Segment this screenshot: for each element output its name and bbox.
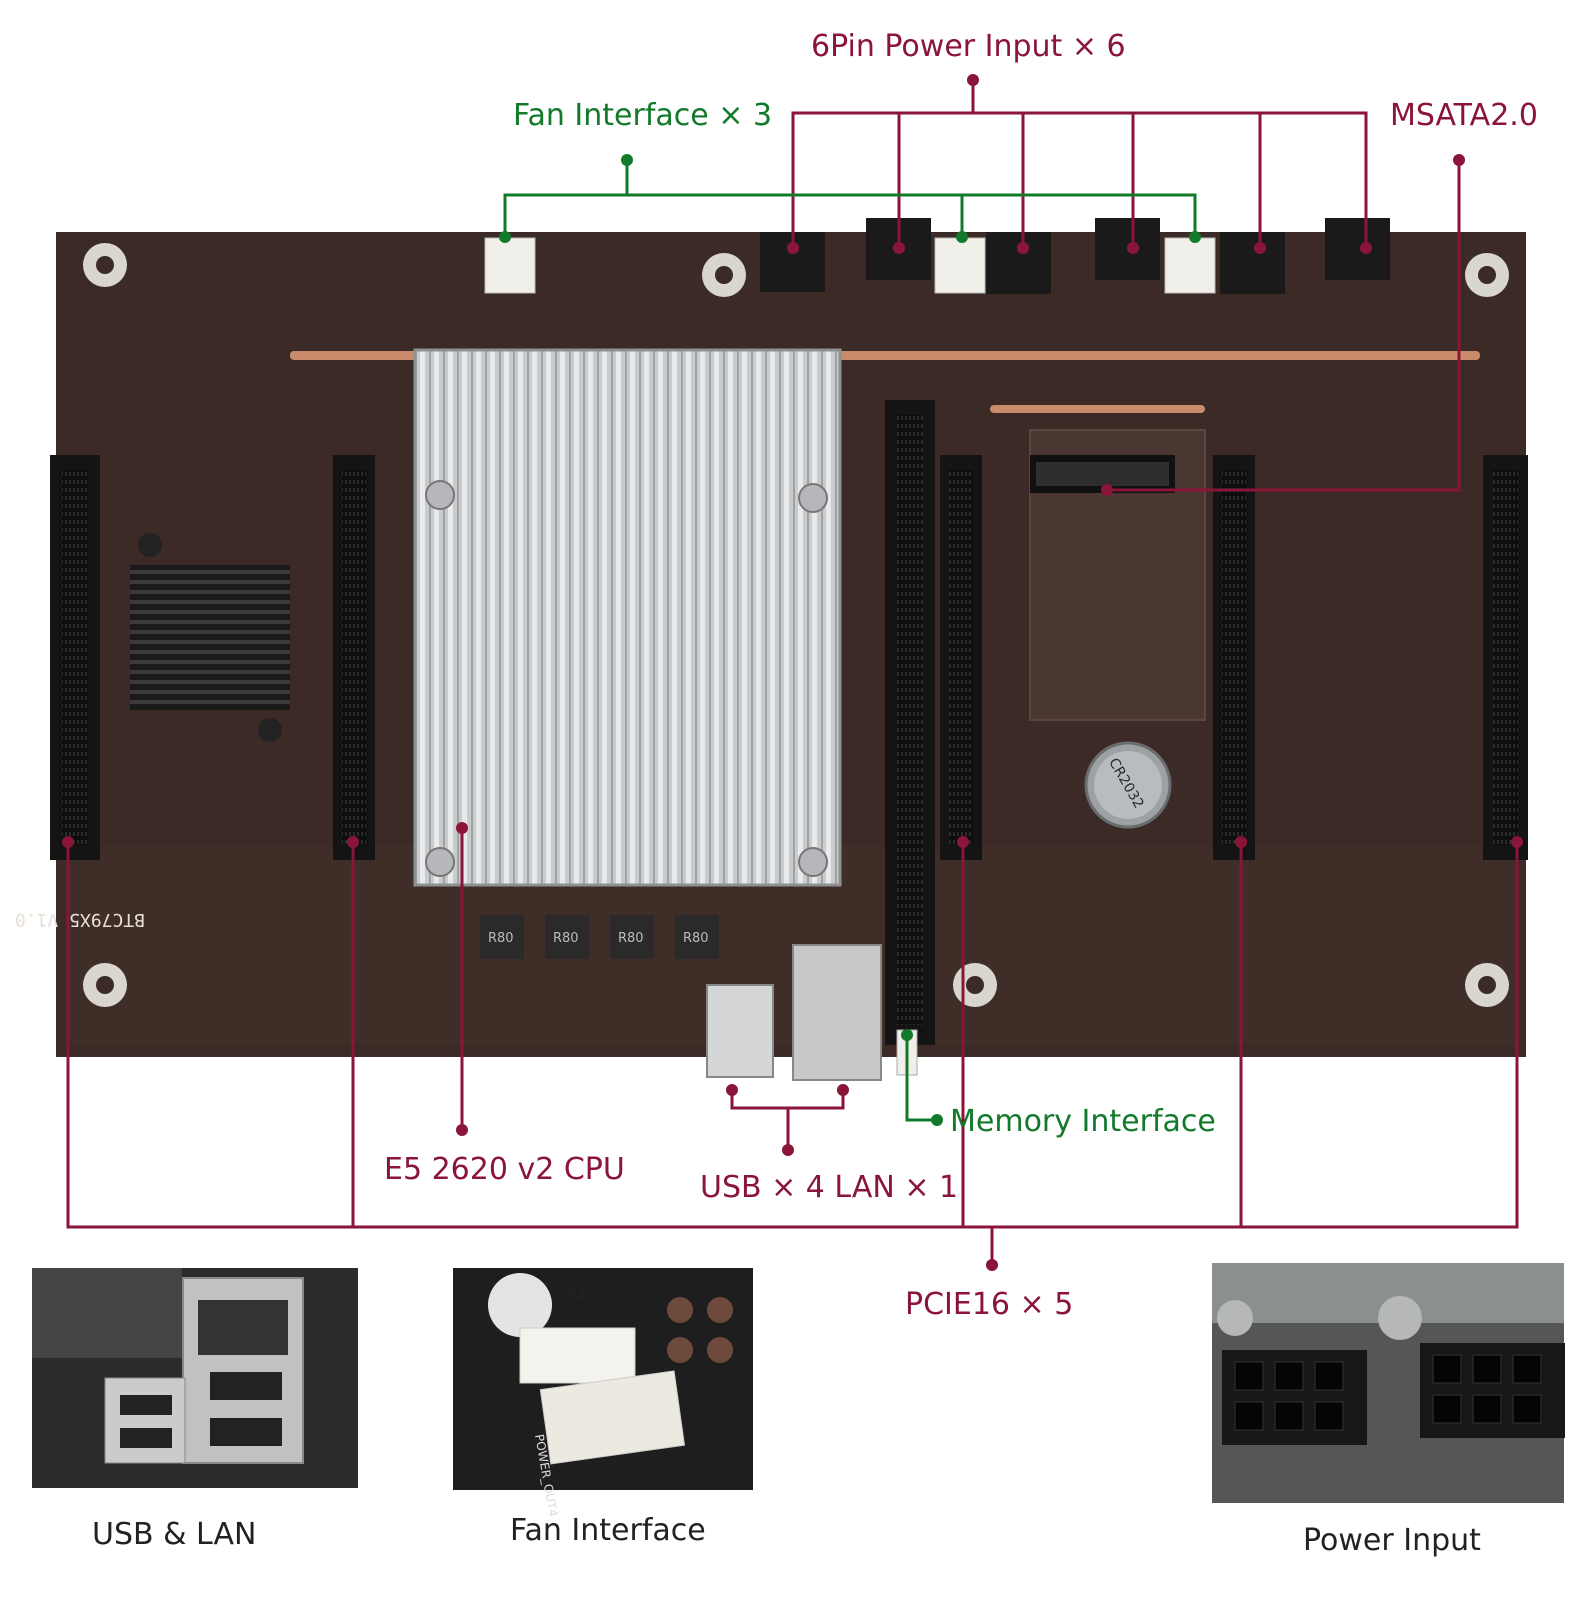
callout-dots-red [62, 74, 1523, 1271]
msata-slot [1029, 429, 1206, 721]
usb-lan-callout: USB × 4 LAN × 1 [700, 1170, 959, 1205]
fan-connectors [484, 237, 1216, 294]
cpu-callout: E5 2620 v2 CPU [384, 1152, 625, 1187]
power-input-callout: 6Pin Power Input × 6 [811, 29, 1126, 64]
chipset-heatsink [130, 533, 290, 742]
board-model-silkscreen: BTC79X5 V1.0 [15, 909, 145, 930]
pcie-slots [50, 400, 1528, 1045]
power-connectors [760, 218, 1390, 294]
msata-callout: MSATA2.0 [1390, 98, 1538, 133]
inset-power-input [1212, 1263, 1565, 1503]
pcie-callout: PCIE16 × 5 [905, 1287, 1074, 1322]
choke-label: R80 [553, 931, 579, 946]
fan-connector-silk: CE411 [555, 1285, 607, 1304]
fan-interface-caption: Fan Interface [510, 1513, 706, 1548]
callout-lines-red [66, 80, 1519, 1265]
choke-label: R80 [618, 931, 644, 946]
choke-label: R80 [683, 931, 709, 946]
choke-label: R80 [488, 931, 514, 946]
fan-interface-callout: Fan Interface × 3 [513, 98, 773, 133]
cmos-battery [1084, 741, 1172, 829]
mounting-holes [83, 243, 1509, 1007]
callout-lines-green [503, 160, 1197, 1122]
power-input-caption: Power Input [1303, 1523, 1481, 1558]
usb-lan-caption: USB & LAN [92, 1517, 257, 1552]
callout-dots-green [499, 154, 1201, 1126]
inset-usb-lan [32, 1268, 358, 1488]
inset-fan-interface: CE411 POWER_OUT4 [453, 1268, 753, 1518]
vrm-chokes: R80 R80 R80 R80 [480, 915, 719, 959]
memory-interface-callout: Memory Interface [950, 1104, 1216, 1139]
cpu-heatsink [413, 348, 842, 887]
